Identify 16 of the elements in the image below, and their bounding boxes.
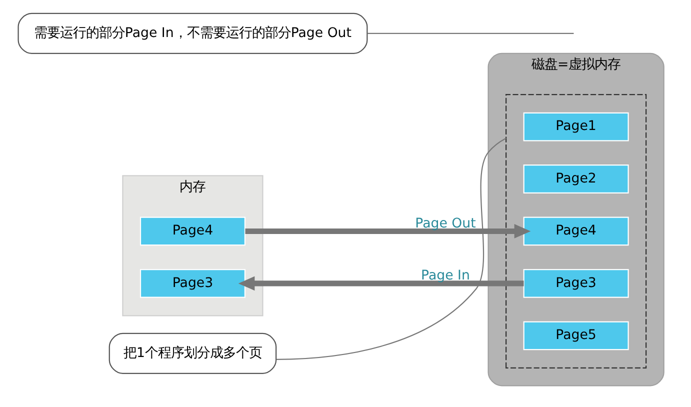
node-box: 把1个程序划分成多个页 — [108, 332, 277, 374]
node-box: Page5 — [523, 320, 629, 350]
arrow — [238, 276, 524, 290]
edge-label: Page In — [421, 268, 470, 284]
node-box: 需要运行的部分Page In，不需要运行的部分Page Out — [18, 12, 368, 54]
node-box: Page2 — [523, 164, 629, 193]
arrow — [245, 224, 531, 238]
node-box: Page4 — [140, 216, 246, 246]
node-box: Page3 — [523, 268, 629, 298]
node-box: Page4 — [523, 216, 629, 246]
edge-label: Page Out — [415, 216, 476, 231]
cluster — [506, 94, 647, 368]
node-box: Page3 — [140, 268, 246, 298]
connector — [367, 32, 574, 34]
node-box: Page1 — [523, 112, 629, 141]
connector — [276, 137, 506, 360]
